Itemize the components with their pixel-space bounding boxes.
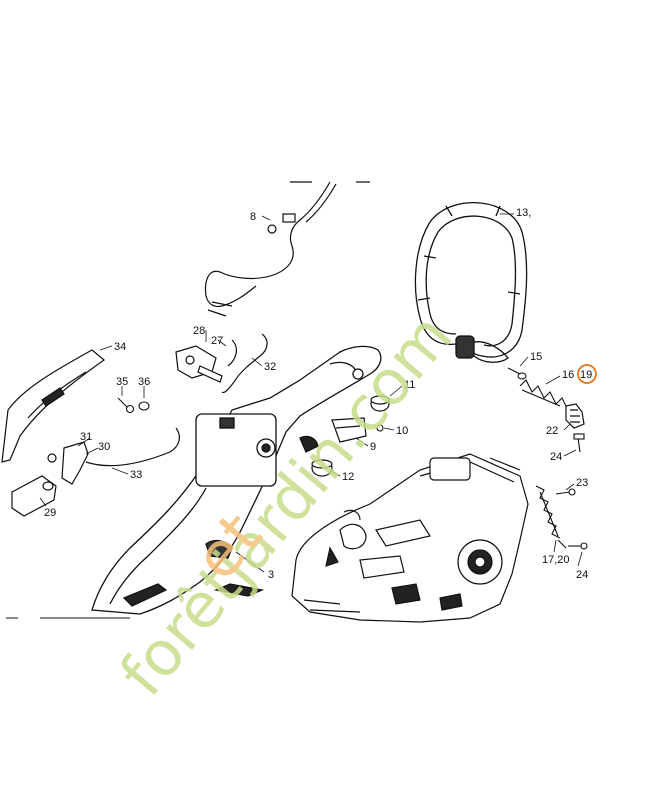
rod-part-33 xyxy=(85,427,180,467)
callout-32: 32 xyxy=(264,361,276,373)
callout-36: 36 xyxy=(138,376,150,388)
callout-8: 8 xyxy=(250,211,256,223)
cable-part-32 xyxy=(221,333,268,394)
side-cover-part-34 xyxy=(1,349,105,463)
cover-part-29 xyxy=(11,475,57,517)
screw-part-15 xyxy=(507,367,527,380)
spring-part-17-20 xyxy=(535,485,567,549)
callout-9: 9 xyxy=(370,441,376,453)
buffer-part-11 xyxy=(370,395,390,412)
callout-15: 15 xyxy=(530,351,542,363)
trigger-assembly-part-28 xyxy=(175,339,237,383)
callout-30: 30 xyxy=(98,441,110,453)
buffer-part-12 xyxy=(311,459,333,477)
callout-3: 3 xyxy=(268,569,274,581)
callout-13: 13, xyxy=(516,207,531,219)
callout-19: 19 xyxy=(580,369,592,381)
callout-12: 12 xyxy=(342,471,354,483)
callout-24-lower: 24 xyxy=(576,569,588,581)
callout-35: 35 xyxy=(116,376,128,388)
callout-23: 23 xyxy=(576,477,588,489)
plate-part-9 xyxy=(331,417,367,443)
callout-33: 33 xyxy=(130,469,142,481)
handle-housing-part-3 xyxy=(91,345,382,615)
callout-24-upper: 24 xyxy=(550,451,562,463)
screw-part-10 xyxy=(376,424,384,432)
callout-31: 31 xyxy=(80,431,92,443)
callout-11: 11 xyxy=(404,379,415,391)
callout-28: 28 xyxy=(193,325,205,337)
callout-17-20: 17,20 xyxy=(542,554,570,566)
callout-19-highlight-ring xyxy=(577,364,597,384)
nut-part-36 xyxy=(138,401,150,411)
handlebar-part-13 xyxy=(414,202,528,363)
screw-part-24-upper xyxy=(573,433,585,453)
lever-part-30 xyxy=(47,441,89,485)
throttle-cable-part-8 xyxy=(204,181,370,317)
annular-buffer-part-22 xyxy=(565,403,585,429)
screw-part-35 xyxy=(117,397,135,414)
callout-34: 34 xyxy=(114,341,126,353)
callout-29: 29 xyxy=(44,507,56,519)
screw-part-24-lower xyxy=(568,542,588,550)
leader-lines xyxy=(39,213,583,573)
callout-27: 27 xyxy=(211,335,223,347)
callout-10: 10 xyxy=(396,425,408,437)
spring-part-16 xyxy=(519,379,567,407)
engine-crankcase xyxy=(291,453,529,623)
callout-16: 16 xyxy=(562,369,574,381)
callout-labels: 13, 8 34 28 27 32 35 36 11 15 16 19 10 2… xyxy=(44,207,597,581)
screw-part-23 xyxy=(555,488,576,496)
callout-22: 22 xyxy=(546,425,558,437)
